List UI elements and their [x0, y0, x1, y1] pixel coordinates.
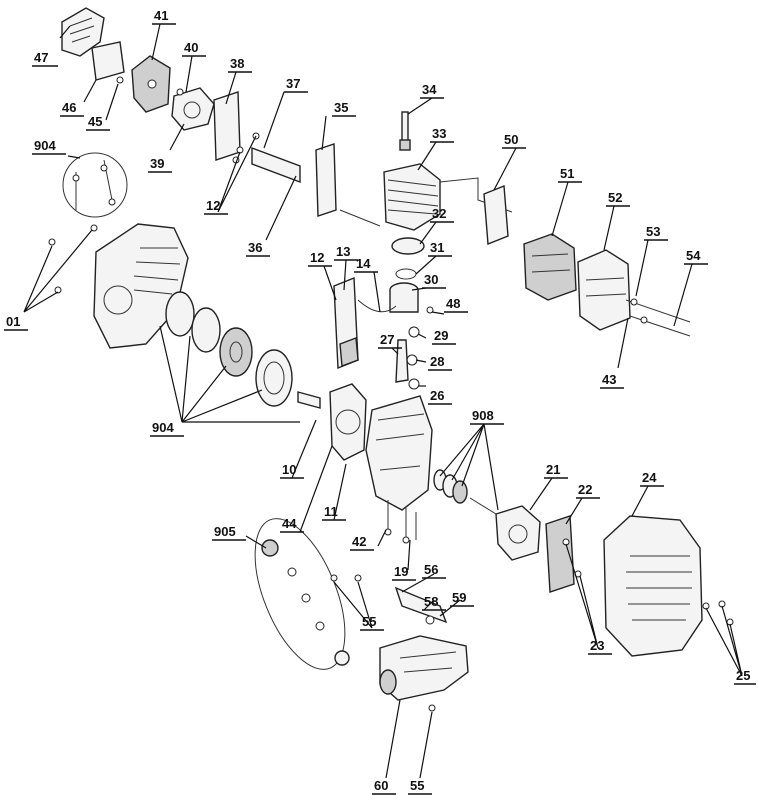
label-904-bottom: 904 — [152, 420, 174, 435]
label-50: 50 — [504, 132, 518, 147]
part-35-gasket — [315, 143, 337, 217]
label-54: 54 — [686, 248, 701, 263]
part-26-bearing — [408, 378, 420, 390]
label-24: 24 — [642, 470, 657, 485]
part-30-piston — [389, 282, 419, 313]
label-40: 40 — [184, 40, 198, 55]
label-10: 10 — [282, 462, 296, 477]
part-904-washer — [191, 307, 221, 353]
label-12-top: 12 — [206, 198, 220, 213]
label-28: 28 — [430, 354, 444, 369]
label-55-mid: 55 — [362, 614, 376, 629]
part-60-handle-base — [379, 635, 469, 701]
part-48-clip — [426, 306, 434, 314]
part-47-cover — [61, 7, 105, 57]
label-26: 26 — [430, 388, 444, 403]
part-01-screws — [48, 224, 98, 294]
label-35: 35 — [334, 100, 348, 115]
part-904-spring — [165, 291, 195, 337]
part-27-connecting-rod — [395, 339, 409, 383]
part-11-flywheel — [329, 383, 367, 461]
label-27: 27 — [380, 332, 394, 347]
label-01: 01 — [6, 314, 20, 329]
label-19: 19 — [394, 564, 408, 579]
part-51-muffler — [523, 233, 577, 301]
part-19-crankcase — [365, 395, 433, 511]
label-31: 31 — [430, 240, 444, 255]
part-33-cylinder — [383, 163, 441, 231]
callout-labels: 47 41 40 38 37 35 34 33 50 51 52 53 54 4… — [4, 8, 756, 795]
part-56-58-59-linkage — [330, 574, 448, 625]
part-50-gasket — [483, 184, 509, 246]
label-53: 53 — [646, 224, 660, 239]
label-55-bottom: 55 — [410, 778, 424, 793]
label-32: 32 — [432, 206, 446, 221]
part-904-pawl-plate — [255, 349, 293, 407]
part-10-crankshaft — [297, 391, 321, 409]
label-43: 43 — [602, 372, 616, 387]
part-41-filter-base — [131, 55, 171, 113]
label-44: 44 — [282, 516, 297, 531]
detail-circle-904 — [62, 152, 128, 218]
label-34: 34 — [422, 82, 437, 97]
part-34-spark-plug — [399, 111, 411, 151]
detail-ellipse-905 — [254, 518, 350, 670]
part-45-screw — [116, 76, 124, 84]
part-14-wire — [357, 299, 397, 313]
label-60: 60 — [374, 778, 388, 793]
label-14: 14 — [356, 256, 371, 271]
label-41: 41 — [154, 8, 168, 23]
part-39-carburetor — [171, 87, 215, 131]
label-29: 29 — [434, 328, 448, 343]
label-46: 46 — [62, 100, 76, 115]
label-51: 51 — [560, 166, 574, 181]
label-23: 23 — [590, 638, 604, 653]
part-42-screws — [384, 500, 417, 544]
label-39: 39 — [150, 156, 164, 171]
label-58: 58 — [424, 594, 438, 609]
label-21: 21 — [546, 462, 560, 477]
label-33: 33 — [432, 126, 446, 141]
part-29-pin — [408, 326, 420, 338]
label-13: 13 — [336, 244, 350, 259]
part-13-ignition-coil — [333, 276, 359, 370]
leader-lines — [23, 23, 743, 779]
part-31-piston-ring — [395, 268, 417, 280]
label-45: 45 — [88, 114, 102, 129]
part-52-muffler-cover — [577, 249, 631, 331]
part-24-fan-housing — [603, 515, 703, 657]
label-908: 908 — [472, 408, 494, 423]
label-42: 42 — [352, 534, 366, 549]
part-22-plate — [545, 515, 575, 593]
part-21-clutch — [469, 497, 541, 561]
part-32-gasket — [391, 237, 425, 255]
label-48: 48 — [446, 296, 460, 311]
part-23-screws — [562, 538, 582, 578]
label-37: 37 — [286, 76, 300, 91]
part-55-screw — [428, 704, 436, 712]
label-56: 56 — [424, 562, 438, 577]
part-28-bearing — [406, 354, 418, 366]
label-905: 905 — [214, 524, 236, 539]
label-36: 36 — [248, 240, 262, 255]
label-30: 30 — [424, 272, 438, 287]
label-47: 47 — [34, 50, 48, 65]
part-908-seals — [433, 469, 468, 504]
label-22: 22 — [578, 482, 592, 497]
label-59: 59 — [452, 590, 466, 605]
part-904-pulley — [219, 327, 253, 377]
label-52: 52 — [608, 190, 622, 205]
part-53-54-bolts — [625, 298, 691, 337]
label-904-top: 904 — [34, 138, 56, 153]
label-25: 25 — [736, 668, 750, 683]
label-38: 38 — [230, 56, 244, 71]
label-11: 11 — [324, 504, 338, 519]
part-25-screws — [702, 600, 734, 626]
part-46-air-filter — [91, 41, 125, 81]
label-12-mid: 12 — [310, 250, 324, 265]
